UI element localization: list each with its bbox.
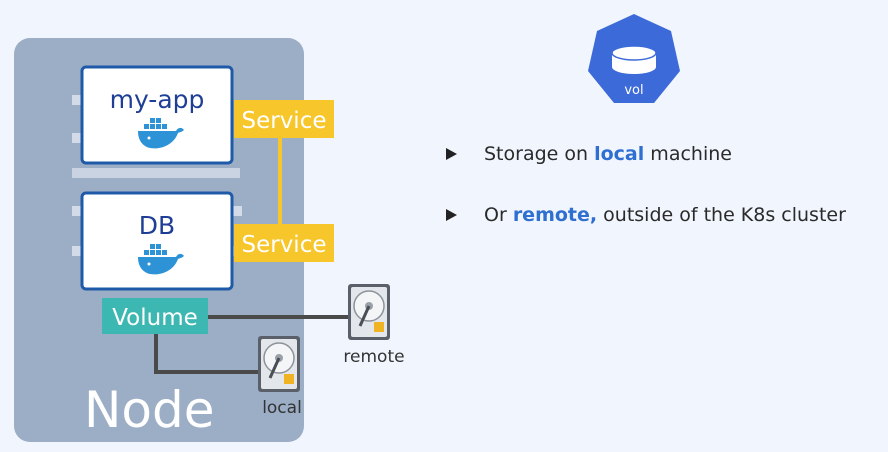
pod-db: DB <box>80 191 234 291</box>
bullet-highlight: remote, <box>512 204 598 226</box>
pod-my-app: my-app <box>80 65 234 165</box>
hard-drive-icon <box>258 336 300 392</box>
bullet-text-before: Or <box>484 204 513 226</box>
local-label: local <box>262 398 302 418</box>
service-tag-my-app: Service <box>234 100 334 138</box>
bullet-remote: Or remote, outside of the K8s cluster <box>446 201 876 229</box>
pod-name-my-app: my-app <box>110 85 205 114</box>
bullet-text-after: outside of the K8s cluster <box>597 204 846 226</box>
docker-whale-icon <box>138 118 184 149</box>
service-tag-db: Service <box>234 224 334 262</box>
bullet-arrow-icon <box>446 148 457 160</box>
volume-label: Volume <box>112 305 198 331</box>
bullet-text-before: Storage on <box>484 143 595 165</box>
pod-name-db: DB <box>139 211 175 240</box>
service-label-my-app: Service <box>241 108 326 134</box>
hard-drive-icon <box>348 284 390 340</box>
bullet-arrow-icon <box>446 209 457 221</box>
kubernetes-volume-icon: vol <box>588 14 680 103</box>
bullet-local: Storage on local machine <box>446 140 876 168</box>
node-label: Node <box>84 381 215 439</box>
remote-label: remote <box>343 347 404 367</box>
docker-whale-icon <box>138 244 184 275</box>
pod-separator <box>72 168 240 178</box>
bullet-list: Storage on local machine Or remote, outs… <box>446 140 876 229</box>
bullet-text-after: machine <box>644 143 732 165</box>
volume-tag: Volume <box>102 298 208 334</box>
volume-local-line <box>154 334 258 374</box>
vol-label: vol <box>624 83 643 98</box>
bullet-highlight: local <box>594 143 645 165</box>
service-label-db: Service <box>241 232 326 258</box>
